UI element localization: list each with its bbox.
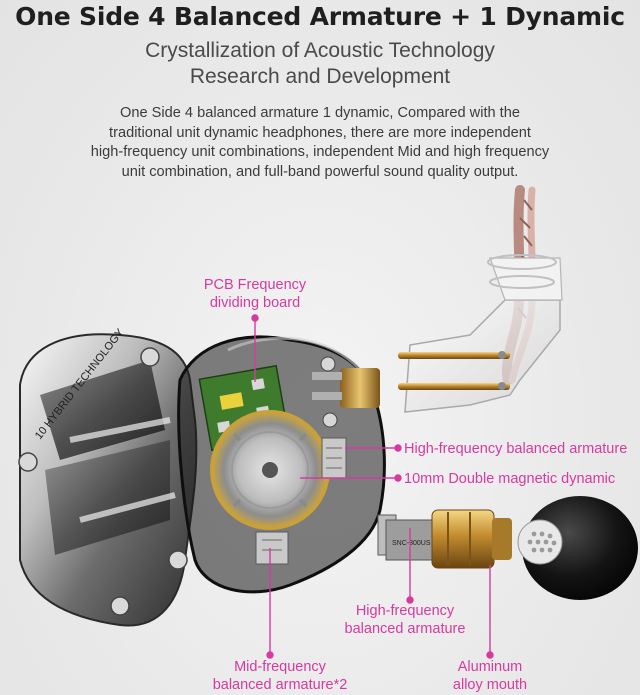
callout-hf-ba-right: High-frequency balanced armature xyxy=(404,441,628,457)
description-line: unit combination, and full-band powerful… xyxy=(121,163,519,180)
callout-mid-ba: Mid-frequency balanced armature*2 xyxy=(195,658,365,694)
description-line: traditional unit dynamic headphones, the… xyxy=(109,124,531,141)
page-subtitle: Crystallization of Acoustic Technology R… xyxy=(0,38,640,90)
description-line: high-frequency unit combinations, indepe… xyxy=(90,144,550,160)
callout-hf-ba-bottom-line2: balanced armature xyxy=(344,621,466,637)
nozzle: SNC-300US xyxy=(385,509,512,569)
dynamic-driver xyxy=(210,410,330,530)
callout-hf-ba-bottom-line1: High-frequency xyxy=(355,603,455,619)
shell-sockets xyxy=(312,356,380,428)
cable-connector xyxy=(398,254,563,413)
callout-pcb-line1: PCB Frequency xyxy=(203,277,307,293)
nozzle-marking: SNC-300US xyxy=(392,540,431,547)
callout-mid-ba-line1: Mid-frequency xyxy=(234,659,326,675)
callout-hf-ba-bottom: High-frequency balanced armature xyxy=(330,602,480,638)
callout-leaders xyxy=(251,314,494,659)
faceplate: 10 HYBRID TECHNOLOGY xyxy=(18,326,198,627)
subtitle-line: Crystallization of Acoustic Technology xyxy=(145,39,495,62)
description-line: One Side 4 balanced armature 1 dynamic, … xyxy=(120,105,520,121)
callout-pcb: PCB Frequency dividing board xyxy=(190,276,320,312)
callout-pcb-line2: dividing board xyxy=(209,295,301,311)
callout-alloy-mouth-line1: Aluminum xyxy=(457,659,523,675)
subtitle-line: Research and Development xyxy=(189,65,451,88)
callout-alloy-mouth: Aluminum alloy mouth xyxy=(430,658,550,694)
callout-dynamic-driver: 10mm Double magnetic dynamic xyxy=(404,471,616,487)
description-paragraph: One Side 4 balanced armature 1 dynamic, … xyxy=(40,104,600,182)
callout-alloy-mouth-line2: alloy mouth xyxy=(452,677,528,693)
eartip xyxy=(517,496,638,600)
callout-mid-ba-line2: balanced armature*2 xyxy=(212,677,348,693)
page-title: One Side 4 Balanced Armature + 1 Dynamic xyxy=(15,2,625,31)
